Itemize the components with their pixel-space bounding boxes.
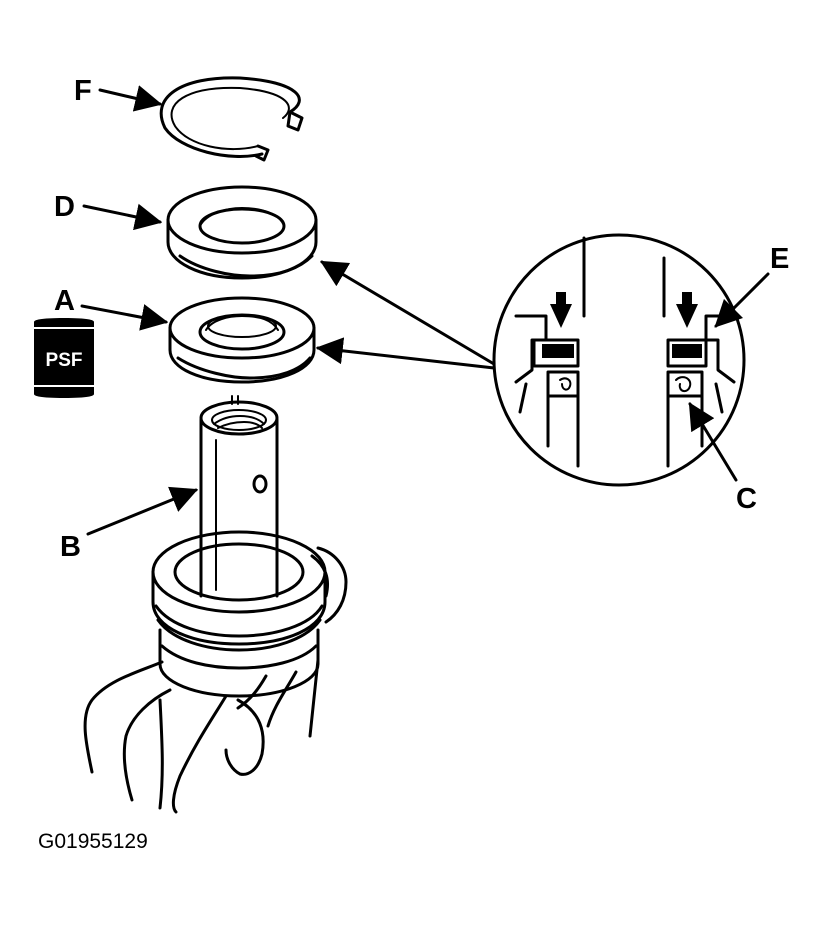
label-f: F (74, 75, 92, 107)
gear-housing (83, 530, 348, 814)
label-b: B (60, 531, 81, 563)
psf-badge-text: PSF (46, 350, 83, 371)
label-c: C (736, 483, 757, 515)
washer-d (166, 185, 318, 280)
pinion-shaft-b (199, 395, 279, 598)
label-e: E (770, 243, 789, 275)
detail-inset (492, 233, 746, 487)
inset-pointer-lines (315, 260, 496, 370)
psf-badge: PSF (34, 318, 94, 398)
leader-arrows (80, 85, 770, 536)
snap-ring-f (159, 76, 304, 162)
figure-id: G01955129 (38, 830, 148, 853)
label-a: A (54, 285, 75, 317)
label-d: D (54, 191, 75, 223)
seal-a (168, 296, 316, 384)
